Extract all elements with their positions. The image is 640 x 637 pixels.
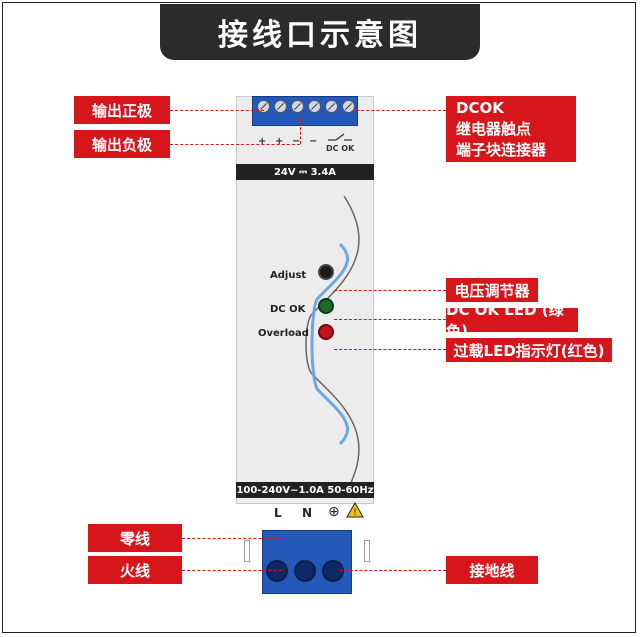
leader-line <box>334 319 446 320</box>
input-rating-band: 100-240V~1.0A 50-60Hz <box>236 482 374 498</box>
ground-label: 接地线 <box>446 556 538 584</box>
neutral-label: 零线 <box>88 524 182 552</box>
terminal-screw <box>274 100 287 113</box>
dcok-label-line: DCOK <box>456 98 504 117</box>
leader-line <box>182 570 282 571</box>
polarity-minus: − <box>292 136 301 147</box>
output-positive-label: 输出正极 <box>74 96 170 124</box>
overload-led-callout: 过载LED指示灯(红色) <box>446 338 612 362</box>
terminal-hole <box>322 560 344 582</box>
output-rating-band: 24V ⎓ 3.4A <box>236 164 374 180</box>
dcok-green-led <box>318 298 334 314</box>
terminal-screw <box>291 100 304 113</box>
voltage-adjust-knob[interactable] <box>318 264 334 280</box>
leader-line <box>334 290 446 291</box>
adjust-label: Adjust <box>270 270 307 281</box>
terminal-screw <box>325 100 338 113</box>
dcok-led-label: DC OK <box>270 304 306 315</box>
leader-line <box>340 570 446 571</box>
terminal-screw <box>257 100 270 113</box>
dcok-led-callout: DC OK LED (绿色) <box>446 301 578 340</box>
leader-line <box>300 118 301 144</box>
leader-line <box>334 349 446 350</box>
front-panel-curve <box>305 196 360 496</box>
live-label: 火线 <box>88 556 182 584</box>
overload-red-led <box>318 324 334 340</box>
output-terminal-block <box>252 96 358 126</box>
terminal-hole <box>294 560 316 582</box>
polarity-plus: + <box>275 136 284 147</box>
leader-line <box>170 110 264 111</box>
leader-line <box>170 144 300 145</box>
input-n-label: N <box>302 506 313 520</box>
dcok-terminal-label: DC OK <box>326 144 355 153</box>
leader-line <box>356 110 446 111</box>
din-clip <box>364 540 370 562</box>
dcok-label-line: 继电器触点 <box>456 119 532 138</box>
dcok-relay-label: DCOK 继电器触点 端子块连接器 <box>446 96 576 162</box>
terminal-screw <box>342 100 355 113</box>
polarity-minus: − <box>309 136 318 147</box>
svg-text:!: ! <box>353 508 357 518</box>
terminal-hole <box>266 560 288 582</box>
relay-switch-icon <box>328 133 352 141</box>
ground-symbol-icon: ⊕ <box>328 504 340 520</box>
overload-led-label: Overload <box>258 328 309 339</box>
din-clip <box>244 540 250 562</box>
page-title: 接线口示意图 <box>160 4 480 60</box>
polarity-plus: + <box>258 136 267 147</box>
voltage-adjust-callout: 电压调节器 <box>446 278 538 302</box>
warning-icon: ! <box>346 502 364 518</box>
dcok-label-line: 端子块连接器 <box>456 140 547 159</box>
leader-line <box>182 538 282 539</box>
output-negative-label: 输出负极 <box>74 130 170 158</box>
terminal-screw <box>308 100 321 113</box>
input-l-label: L <box>274 506 282 520</box>
